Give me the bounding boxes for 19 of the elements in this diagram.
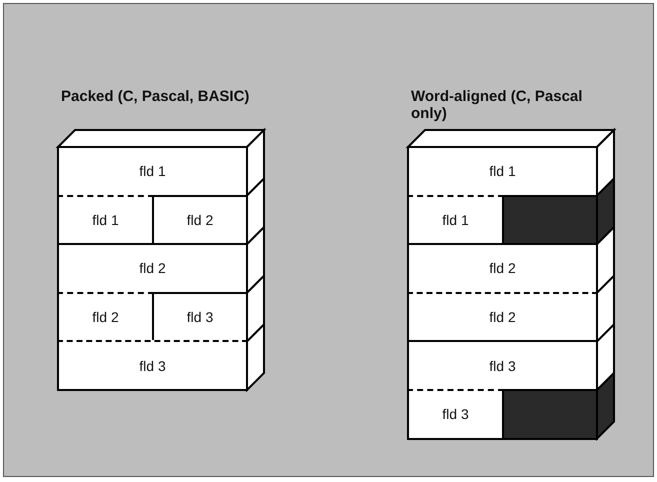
field-block xyxy=(57,194,154,246)
field-label: fld 2 xyxy=(489,260,516,276)
field-label: fld 2 xyxy=(139,260,166,276)
field-label: fld 3 xyxy=(442,406,469,422)
field-label: fld 1 xyxy=(442,212,469,228)
field-label: fld 3 xyxy=(489,358,516,374)
field-label: fld 2 xyxy=(92,309,119,326)
column-heading: Packed (C, Pascal, BASIC) xyxy=(61,88,250,105)
field-label: fld 3 xyxy=(186,309,214,326)
field-block xyxy=(407,194,504,246)
field-label: fld 2 xyxy=(186,212,214,228)
field-label: fld 1 xyxy=(92,212,119,228)
column-heading: Word-aligned (C, Pascal only) xyxy=(411,88,584,122)
field-block xyxy=(407,389,504,440)
field-label: fld 1 xyxy=(139,163,166,180)
field-label: fld 2 xyxy=(489,309,516,326)
field-label: fld 3 xyxy=(139,358,166,374)
field-label: fld 1 xyxy=(489,163,516,180)
field-block xyxy=(57,292,154,342)
